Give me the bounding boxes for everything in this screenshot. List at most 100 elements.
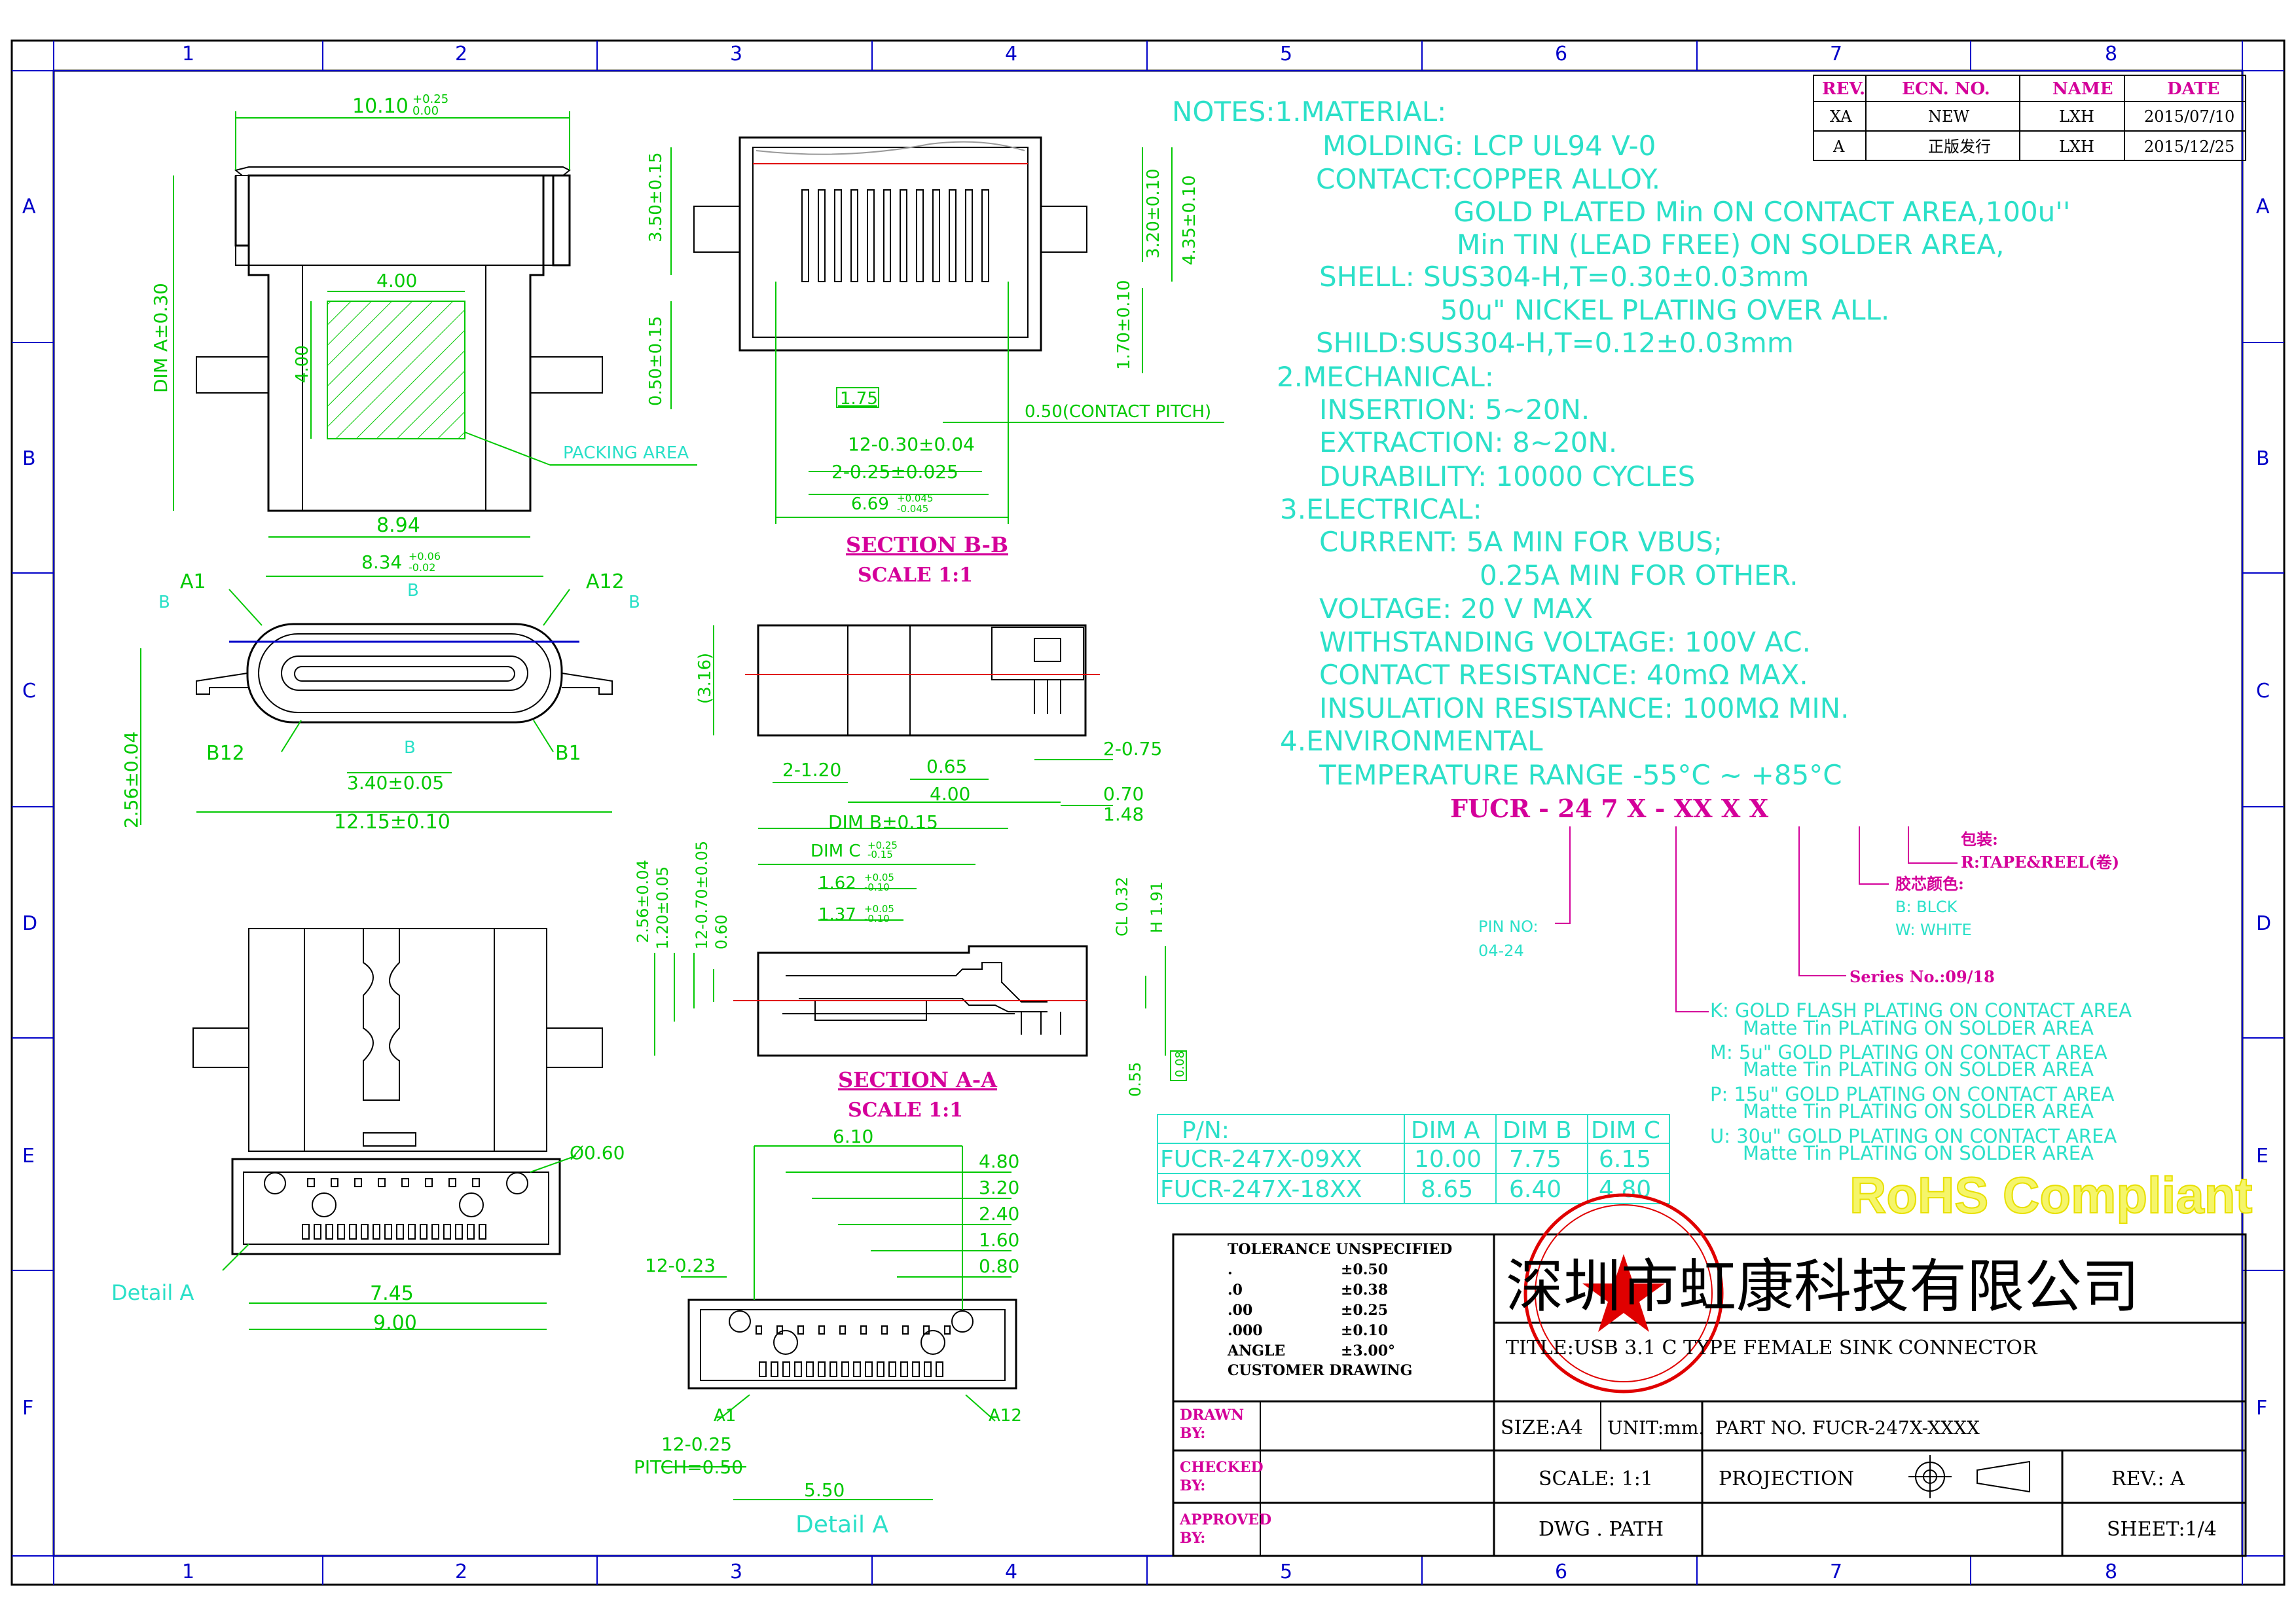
grid-row-d: D (22, 912, 37, 935)
tol-row-2-label: .0 (1228, 1282, 1243, 1299)
grid-col-7: 7 (1830, 43, 1842, 65)
approved-by-label: BY: (1180, 1530, 1205, 1547)
bottom-view-pin (349, 1224, 357, 1240)
dim-detail-320: 3.20 (979, 1177, 1019, 1198)
dim-table-r1-pn: FUCR-247X-09XX (1160, 1146, 1362, 1173)
packing-area-label: PACKING AREA (563, 443, 689, 463)
rev-row2-ecn: 正版发行 (1928, 138, 1991, 156)
plating-u-tin: Matte Tin PLATING ON SOLDER AREA (1743, 1142, 2094, 1164)
dim-aa-055: 0.55 (1126, 1062, 1144, 1097)
notes-line-4: GOLD PLATED Min ON CONTACT AREA,100u'' (1453, 196, 2070, 228)
section-bb-contact (916, 189, 924, 282)
pin-a1-label: A1 (180, 570, 206, 593)
pin-b1-label: B1 (555, 742, 581, 765)
pin-no-values: 04-24 (1478, 942, 1524, 960)
bottom-view-pin (420, 1224, 428, 1240)
detail-a-pin (841, 1361, 849, 1377)
color-white: W: WHITE (1895, 921, 1972, 939)
grid-col-1-bottom: 1 (182, 1560, 194, 1583)
section-bb-contact (883, 189, 891, 282)
unit: UNIT:mm. (1607, 1417, 1704, 1439)
notes-line-17: WITHSTANDING VOLTAGE: 100V AC. (1319, 626, 1811, 658)
bottom-view-pin (373, 1224, 380, 1240)
notes-line-16: VOLTAGE: 20 V MAX (1319, 593, 1593, 625)
rev-row2-name: LXH (2059, 138, 2094, 156)
pin-b12-label: B12 (206, 742, 245, 765)
grid-col-2-bottom: 2 (455, 1560, 467, 1583)
grid-labels: 1 2 3 4 5 6 7 8 1 2 3 4 5 6 7 8 A B C D … (22, 43, 2271, 1583)
section-bb-contact (981, 189, 989, 282)
dim-table-r2-pn: FUCR-247X-18XX (1160, 1176, 1362, 1203)
dim-745: 7.45 (370, 1282, 414, 1305)
dim-aa-137: 1.37 (818, 905, 856, 925)
detail-a-pin (818, 1361, 826, 1377)
tol-row-1-value: ±0.50 (1341, 1261, 1388, 1278)
projection-symbol-icon (1908, 1455, 2030, 1498)
dim-side-2-120: 2-1.20 (782, 759, 841, 781)
plating-k-tin: Matte Tin PLATING ON SOLDER AREA (1743, 1017, 2094, 1039)
dim-detail-610: 6.10 (833, 1126, 873, 1147)
detail-a-pin (829, 1361, 837, 1377)
dim-table-r2-b: 6.40 (1509, 1176, 1561, 1203)
checked-by-label: BY: (1180, 1477, 1205, 1494)
color-title: 胶芯颜色: (1895, 874, 1964, 893)
detail-a-pin (912, 1361, 920, 1377)
bottom-view-contact (378, 1178, 386, 1187)
section-b-right: B (629, 593, 640, 612)
notes-line-12: DURABILITY: 10000 CYCLES (1319, 460, 1695, 492)
section-bb-contact (949, 189, 957, 282)
dim-table-header-c: DIM C (1591, 1117, 1660, 1144)
dim-top-width: 10.10 (352, 95, 409, 118)
tol-row-5-value: ±3.00° (1341, 1342, 1395, 1359)
dim-table-r1-a: 10.00 (1414, 1146, 1482, 1173)
section-bb-contact (900, 189, 907, 282)
dim-side-070: 0.70 (1103, 783, 1144, 805)
bottom-view-contact (401, 1178, 409, 1187)
dim-pack-height: 4.00 (293, 345, 312, 383)
grid-col-8: 8 (2105, 43, 2117, 65)
dim-base-width: 8.94 (376, 514, 420, 537)
notes-line-15: 0.25A MIN FOR OTHER. (1480, 559, 1798, 591)
grid-row-e-right: E (2256, 1145, 2269, 1168)
grid-row-b-right: B (2256, 447, 2270, 470)
section-b-left: B (158, 593, 170, 612)
rev-header-date: DATE (2167, 79, 2219, 99)
grid-row-b: B (22, 447, 36, 470)
grid-row-d-right: D (2256, 912, 2271, 935)
dim-side-dim-b: DIM B±0.15 (828, 811, 938, 833)
notes-line-2: MOLDING: LCP UL94 V-0 (1322, 130, 1656, 162)
detail-a-contact (860, 1325, 867, 1335)
rev-row1-ecn: NEW (1928, 107, 1970, 126)
rohs-compliant: RoHS Compliant (1850, 1166, 2252, 1224)
dim-aa-137-tol-minus: -0.10 (864, 913, 890, 925)
detail-a-contact (776, 1325, 783, 1335)
dim-aa-162: 1.62 (818, 874, 856, 893)
grid-col-6-bottom: 6 (1555, 1560, 1567, 1583)
dim-bb-2: 2-0.25±0.025 (831, 461, 958, 483)
section-aa-view: DIM C +0.25 -0.15 1.62 +0.05 -0.10 1.37 … (634, 840, 1187, 1122)
revision: REV.: A (2111, 1467, 2185, 1490)
plating-u: U: 30u" GOLD PLATING ON CONTACT AREA (1710, 1125, 2117, 1147)
dim-front-width: 8.34 (361, 551, 402, 573)
notes-line-20: 4.ENVIRONMENTAL (1280, 725, 1543, 757)
detail-a-pin (936, 1361, 943, 1377)
bottom-view: Ø0.60 7.45 9.00 Detail A (111, 928, 625, 1335)
approved-label: APPROVED (1179, 1511, 1271, 1528)
notes-line-5: Min TIN (LEAD FREE) ON SOLDER AREA, (1457, 229, 2004, 261)
bottom-view-pin (479, 1224, 486, 1240)
rev-header-ecn: ECN. NO. (1902, 79, 1990, 99)
tol-row-1-label: . (1228, 1261, 1233, 1278)
detail-pin-a1: A1 (714, 1406, 736, 1426)
dim-bb-170: 1.70±0.10 (1114, 280, 1134, 370)
detail-a-pin (865, 1361, 873, 1377)
drawn-by-label: BY: (1180, 1425, 1205, 1442)
drawn-label: DRAWN (1180, 1407, 1244, 1424)
outer-frame (10, 39, 2286, 1586)
dim-side-065: 0.65 (926, 756, 967, 777)
section-bb-contact (932, 189, 940, 282)
dim-height: 2.56±0.04 (120, 731, 142, 828)
dim-table-header-b: DIM B (1503, 1117, 1572, 1144)
notes-line-11: EXTRACTION: 8~20N. (1319, 426, 1617, 458)
detail-a-contact (902, 1325, 909, 1335)
